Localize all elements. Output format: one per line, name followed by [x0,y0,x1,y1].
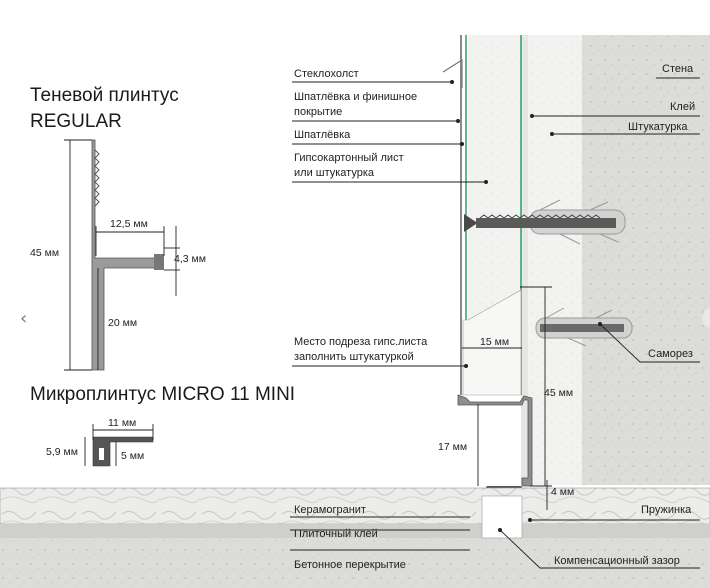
dim-45mm: 45 мм [544,387,574,399]
label-gkl-2: или штукатурка [294,167,375,179]
label-shpatlevka: Шпатлёвка [294,129,351,141]
label-keramogranit: Керамогранит [294,504,366,516]
dowel-lower [535,307,633,347]
regular-dim-lower: 20 мм [108,317,138,329]
micro-dims [84,424,154,466]
label-shtukaturka: Штукатурка [628,121,688,133]
label-samorez: Саморез [648,348,693,360]
leader-dots [450,80,602,532]
regular-dims [64,139,180,371]
label-cut-1: Место подреза гипс.листа [294,336,428,348]
micro-profile-slot [99,448,104,460]
plaster-layer [528,35,582,485]
label-klei: Клей [670,101,696,113]
label-pruzhinka: Пружинка [641,504,692,516]
prev-arrow-icon[interactable]: ‹ [20,308,28,329]
micro-dim-inner: 5 мм [121,450,145,462]
baseboard-profile [457,394,533,487]
main-dim-lines [462,286,552,510]
label-shpatlevka-finish-2: покрытие [294,106,343,118]
leaders-left [290,81,486,551]
regular-title-line1: Теневой плинтус [30,85,179,106]
regular-dim-height: 45 мм [30,247,60,259]
micro-dim-width: 11 мм [108,417,137,429]
tile-adhesive [0,524,710,538]
label-plitochny-klei: Плиточный клей [294,528,378,540]
micro-title: Микроплинтус MICRO 11 MINI [30,384,296,405]
regular-title-line2: REGULAR [30,111,122,132]
dim-15mm: 15 мм [480,336,510,348]
regular-lip [154,254,164,270]
regular-profile [91,139,161,371]
screw-upper [464,214,616,232]
label-shpatlevka-finish-1: Шпатлёвка и финишное [294,91,418,103]
label-zazor: Компенсационный зазор [554,555,680,567]
regular-dim-width: 12,5 мм [110,218,148,230]
label-steklokholst: Стеклохолст [294,68,359,80]
micro-dim-height: 5,9 мм [46,446,78,458]
label-gkl-1: Гипсокартонный лист [294,152,404,164]
dim-4mm: 4 мм [551,486,575,498]
compensation-gap [481,495,523,539]
concrete-slab [0,538,710,588]
dim-17mm: 17 мм [438,441,468,453]
leaders-right [499,77,700,569]
label-cut-2: заполнить штукатуркой [294,351,414,363]
concrete-wall [582,35,710,485]
label-betonnoe: Бетонное перекрытие [294,559,406,571]
side-nav-dot [702,308,710,328]
cut-fill [462,289,522,396]
adhesive-layer [521,35,528,485]
regular-dim-lip: 4,3 мм [174,253,206,265]
fiberglass-flap [442,58,463,88]
label-stena: Стена [662,63,694,75]
regular-profile-teeth [94,149,100,207]
